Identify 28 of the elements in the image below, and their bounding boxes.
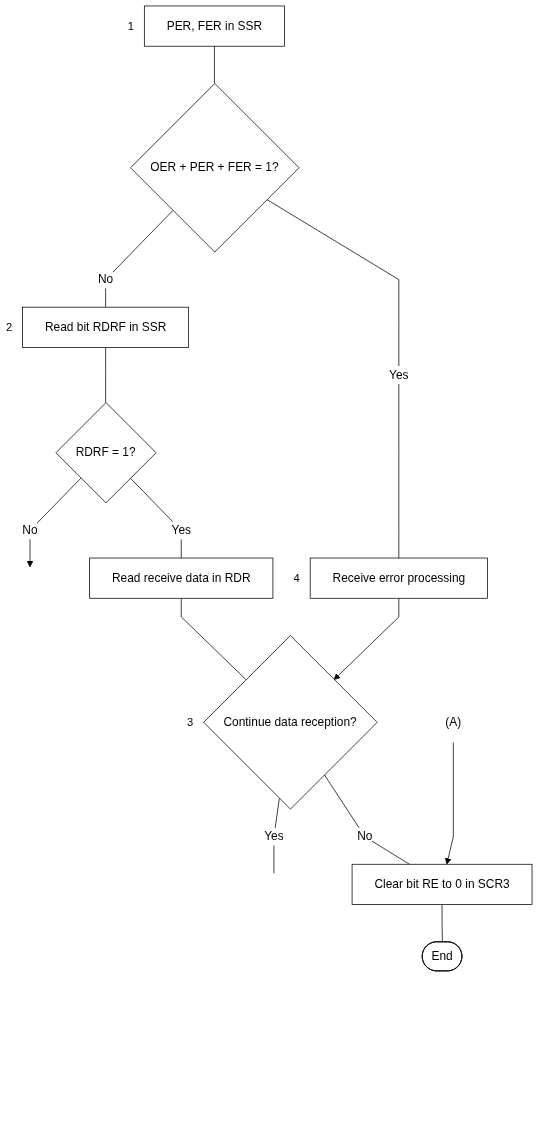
edge-label: Yes [171, 523, 192, 537]
node-box: Read receive data in RDR [89, 557, 274, 599]
node-box: PER, FER in SSR [143, 5, 285, 47]
step-number: 3 [187, 716, 194, 729]
node-diamond: RDRF = 1? [55, 402, 157, 504]
connector [266, 199, 400, 559]
step-number: 1 [127, 19, 134, 32]
node-box: Receive error processing [309, 557, 488, 599]
edge-label: Yes [264, 829, 284, 843]
connector [214, 45, 215, 84]
connector [105, 210, 174, 308]
step-number: 4 [293, 571, 300, 584]
edge-label: No [98, 272, 114, 286]
edge-label: No [22, 523, 38, 537]
connector [324, 774, 410, 865]
connector [180, 597, 247, 680]
node-diamond: OER + PER + FER = 1? [130, 83, 300, 253]
node-diamond: Continue data reception? [203, 635, 378, 810]
connector [105, 347, 106, 403]
connector [130, 477, 182, 559]
node-box: Read bit RDRF in SSR [22, 306, 190, 348]
connector [273, 798, 280, 874]
connector [441, 904, 443, 943]
node-box: Clear bit RE to 0 in SCR3 [351, 863, 533, 905]
edge-label: Yes [389, 368, 409, 381]
step-number: 2 [5, 321, 13, 334]
edge-label: No [357, 829, 373, 843]
node-text: (A) [445, 715, 462, 729]
